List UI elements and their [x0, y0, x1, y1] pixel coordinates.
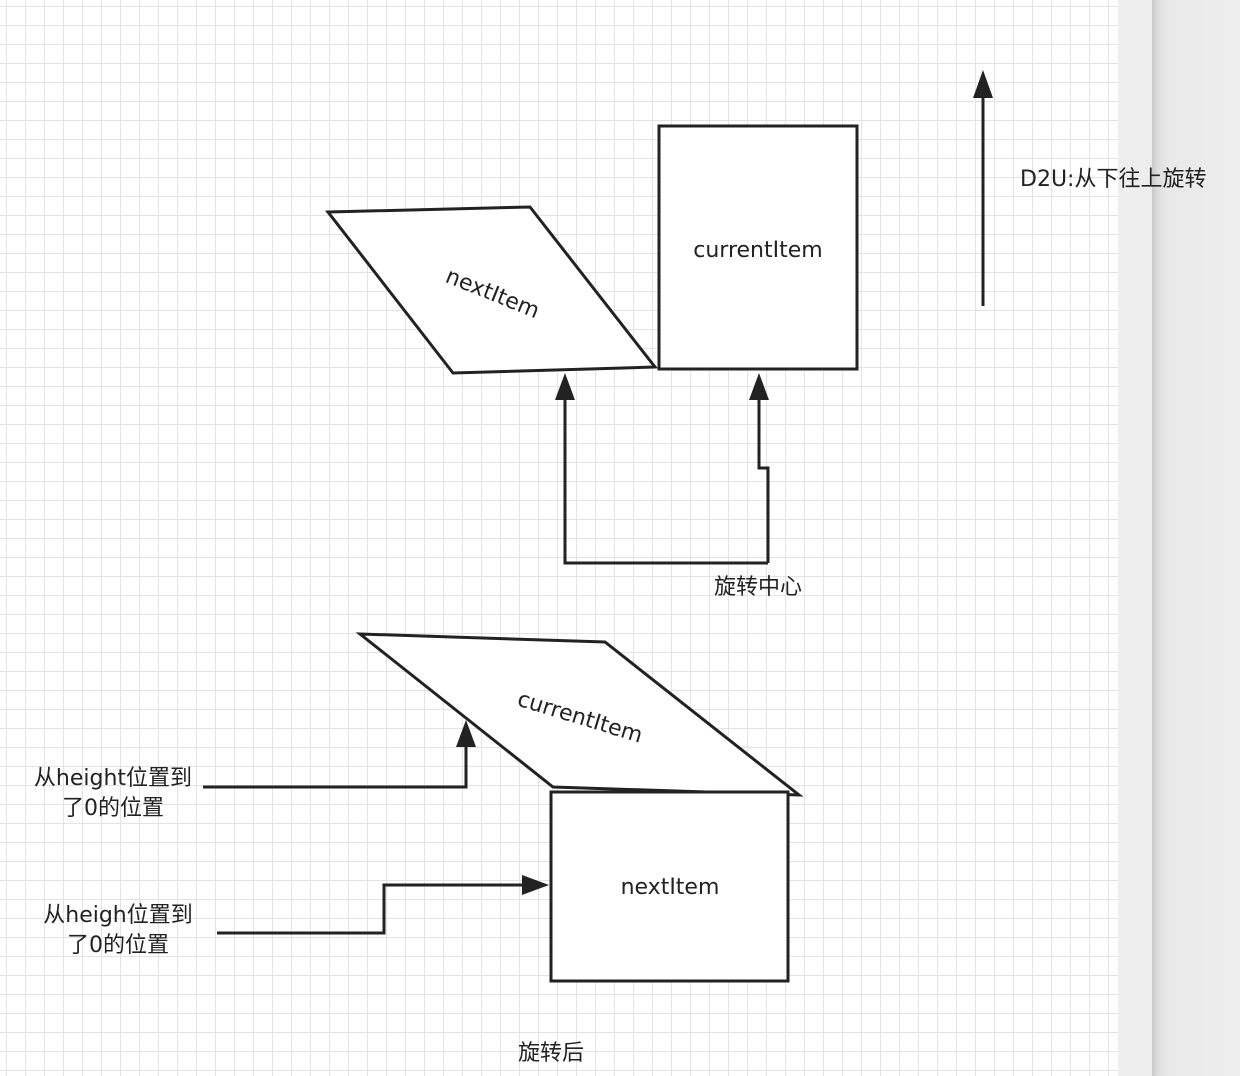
note2-line1: 从heigh位置到: [43, 903, 193, 928]
bottom-rect-label: nextItem: [621, 875, 720, 900]
pivot-label: 旋转中心: [714, 575, 802, 600]
top-current-item-rect[interactable]: currentItem: [657, 124, 859, 371]
top-rect-label: currentItem: [693, 238, 822, 263]
pivot-connector[interactable]: [555, 373, 770, 565]
note1-line2: 了0的位置: [62, 796, 164, 821]
canvas-gutter: [1118, 0, 1152, 1076]
note2-line2: 了0的位置: [67, 933, 169, 958]
grid-canvas[interactable]: [0, 0, 1118, 1076]
top-next-item-parallelogram[interactable]: nextItem: [324, 205, 659, 375]
note1-line1: 从height位置到: [34, 766, 192, 791]
note1-connector[interactable]: [203, 720, 476, 789]
bottom-next-item-rect[interactable]: nextItem: [549, 790, 790, 983]
bottom-caption: 旋转后: [518, 1041, 584, 1066]
direction-arrow[interactable]: [973, 70, 993, 306]
bottom-current-item-parallelogram[interactable]: currentItem: [355, 632, 804, 797]
direction-label: D2U:从下往上旋转: [1020, 167, 1206, 192]
note2-connector[interactable]: [217, 875, 549, 935]
sidebar-panel-edge: [1152, 0, 1240, 1076]
